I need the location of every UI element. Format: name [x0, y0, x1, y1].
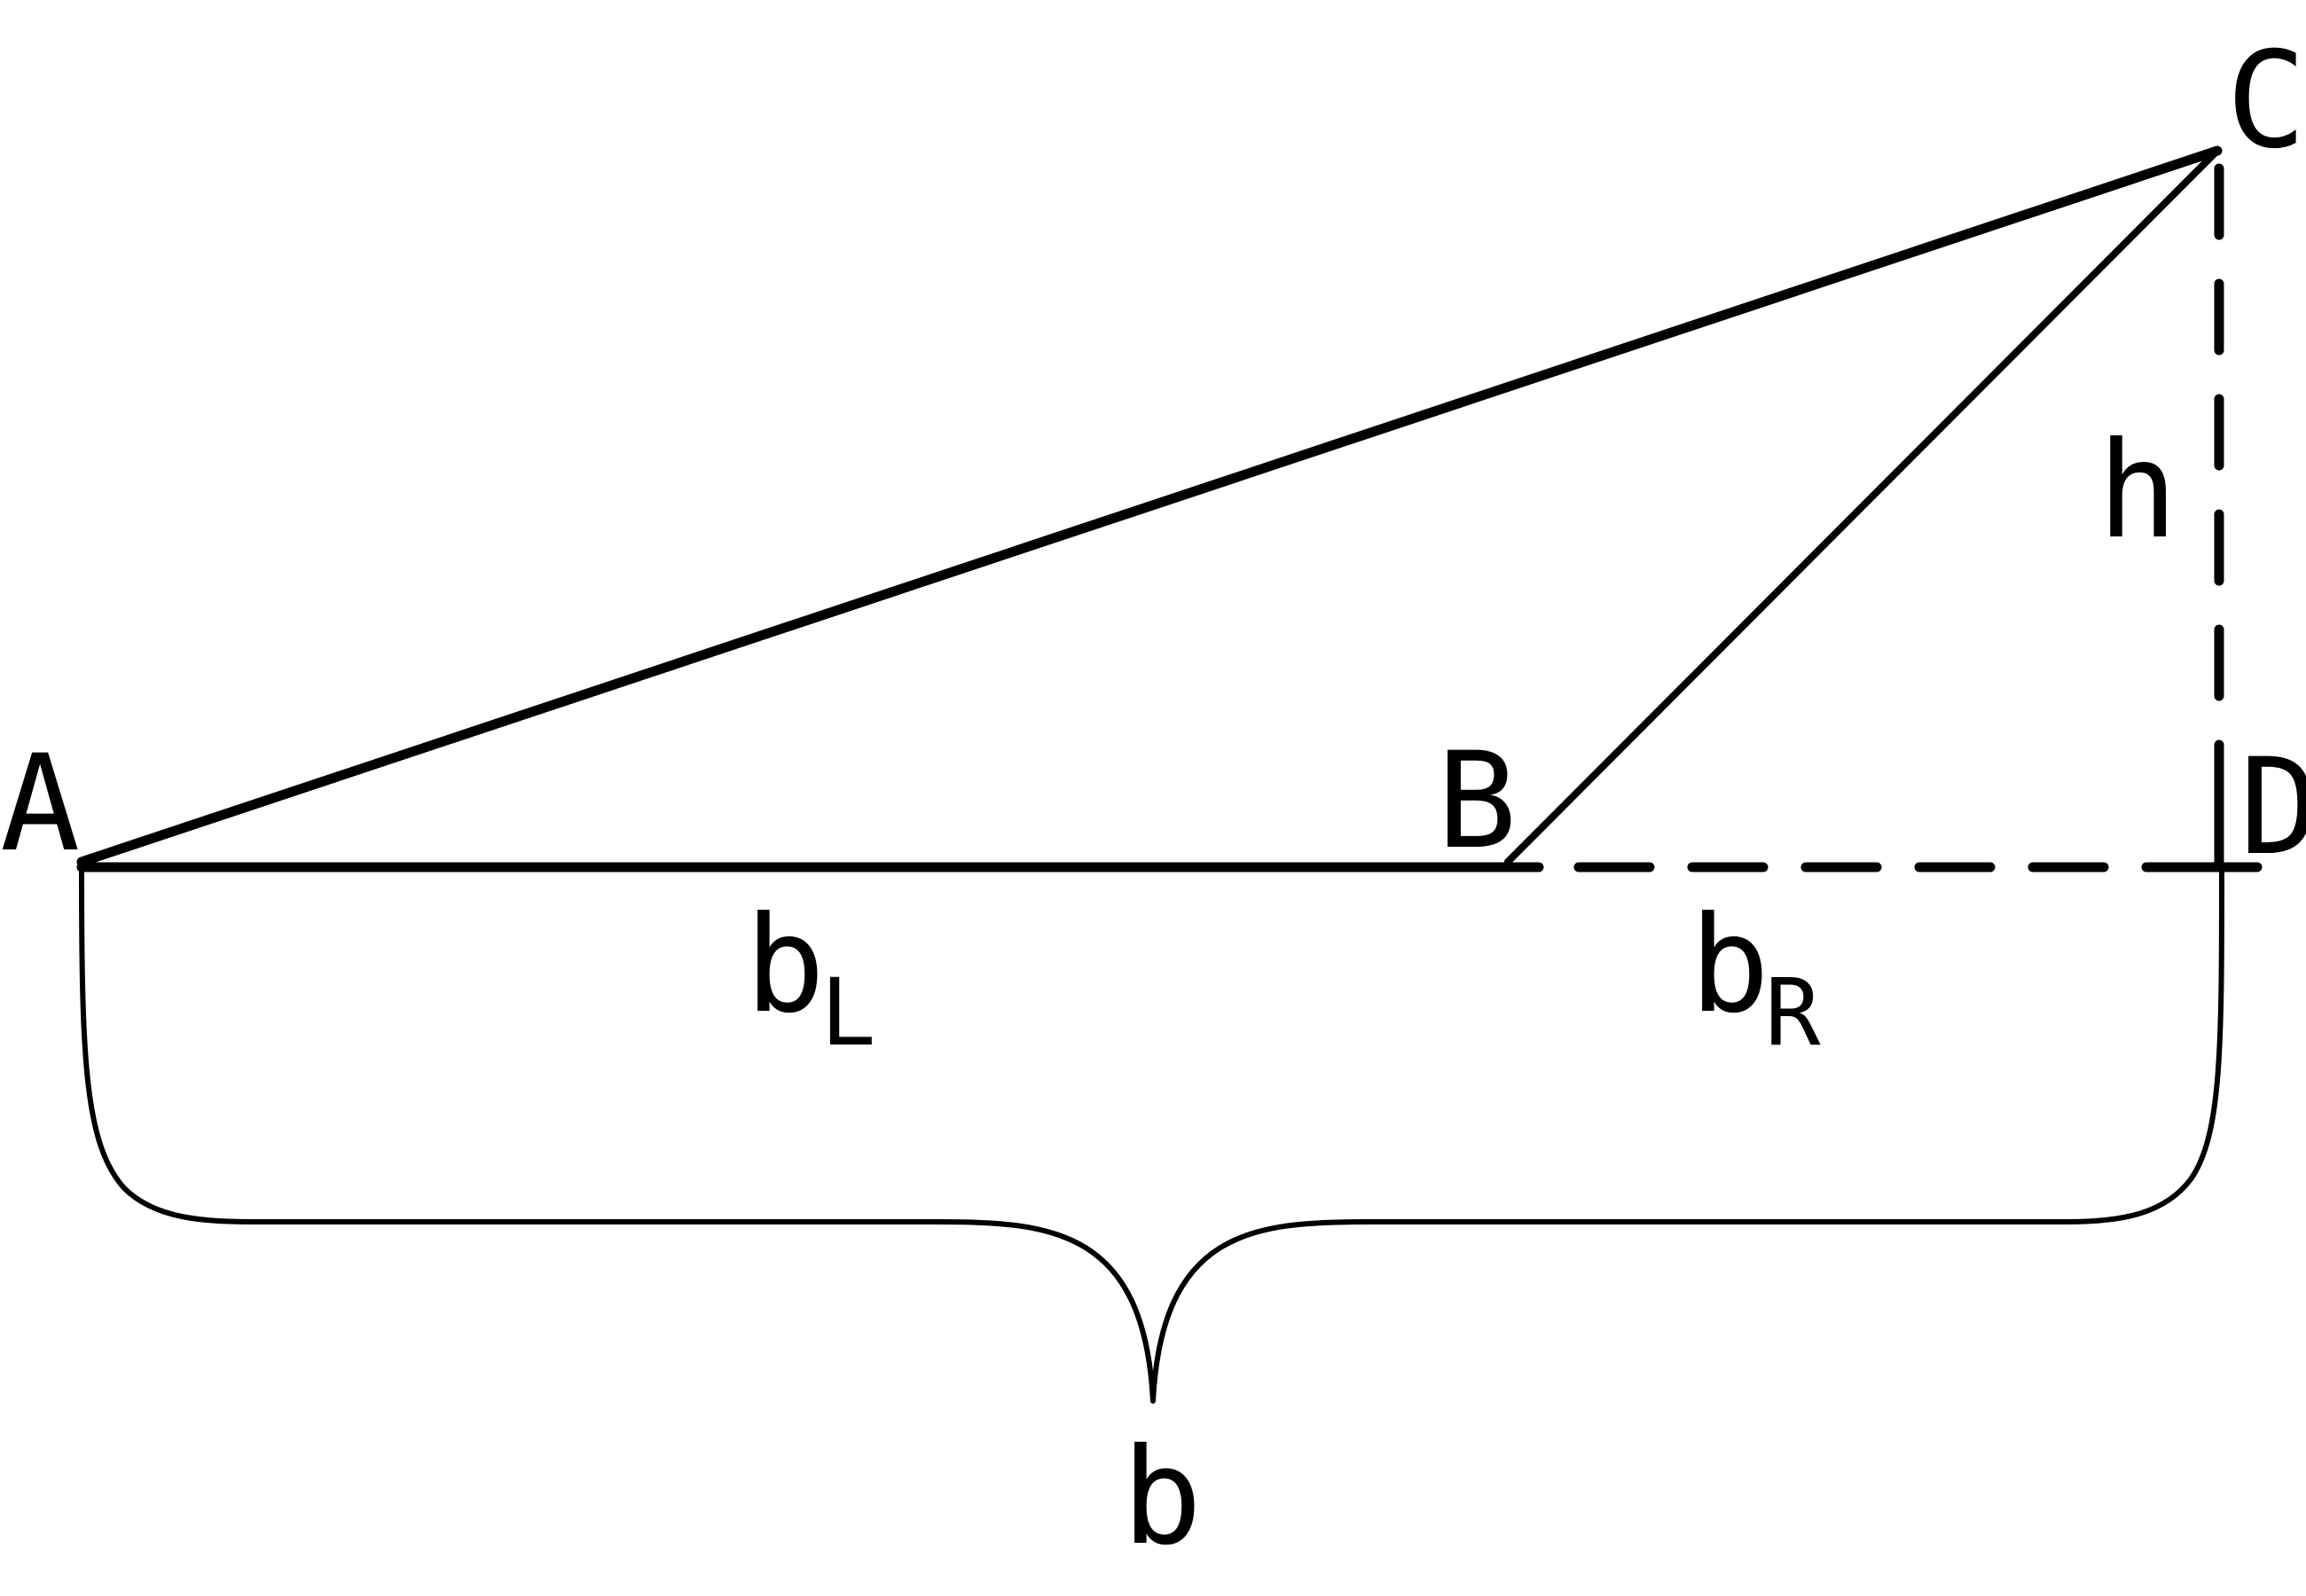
- base-left-label: b: [745, 888, 825, 1043]
- base-total-label: b: [1122, 1420, 1202, 1575]
- base-brace: [79, 866, 2224, 1404]
- base-right-label: b: [1690, 888, 1769, 1043]
- point-d-label: D: [2239, 731, 2306, 885]
- base-right-subscript: R: [1765, 958, 1821, 1067]
- point-a-label: A: [0, 727, 80, 881]
- side-bc: [1504, 147, 2221, 865]
- height-label: h: [2098, 414, 2177, 568]
- point-b-label: B: [1437, 724, 1517, 879]
- side-ac: [76, 145, 2223, 867]
- base-left-subscript: L: [820, 958, 876, 1067]
- point-c-label: C: [2226, 24, 2306, 178]
